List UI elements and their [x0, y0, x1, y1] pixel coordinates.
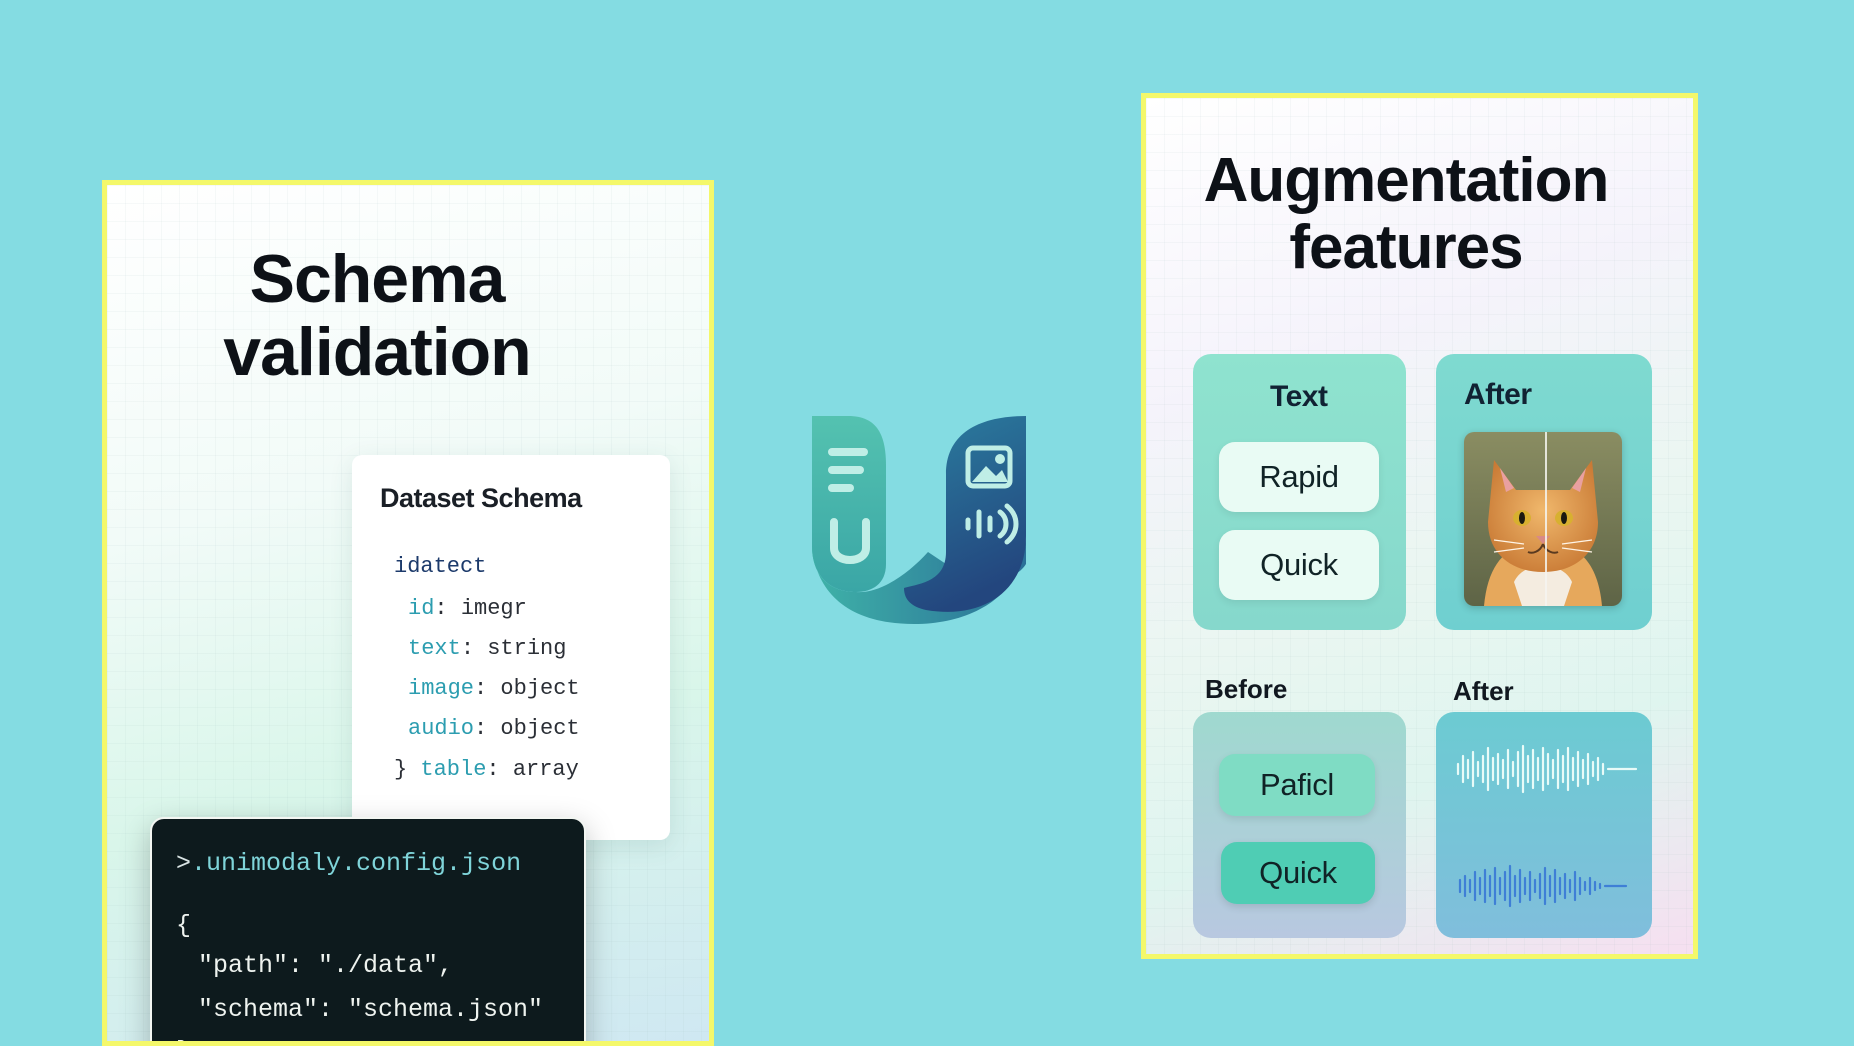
- after-label: After: [1453, 676, 1514, 706]
- image-augmentation-card: After: [1436, 354, 1652, 630]
- quick-option[interactable]: Quick: [1219, 530, 1379, 600]
- schema-field-text: text: string: [408, 636, 567, 661]
- audio-augmentation-card: [1436, 712, 1652, 938]
- before-label: Before: [1205, 674, 1288, 704]
- paficl-option[interactable]: Paficl: [1219, 754, 1375, 816]
- image-icon: [965, 445, 1013, 489]
- terminal-schema-line: "schema": "schema.json": [198, 995, 544, 1024]
- title-line-1: Schema: [249, 241, 506, 317]
- text-card-label: Text: [1270, 380, 1328, 413]
- schema-field-audio: audio: object: [408, 716, 580, 741]
- before-augmentation-card: Paficl Quick: [1193, 712, 1406, 938]
- schema-field-image: image: object: [408, 676, 580, 701]
- schema-field-table: } table: array: [394, 757, 579, 782]
- audio-wave-icon: [965, 503, 1019, 545]
- title-line-1: Augmentation: [1203, 146, 1610, 215]
- schema-card-title: Dataset Schema: [380, 483, 582, 513]
- logo-left-arm: [812, 416, 886, 592]
- audio-waveforms: [1456, 744, 1638, 908]
- dataset-schema-card: Dataset Schema idatect id: imegr text: s…: [352, 455, 670, 840]
- config-terminal: >.unimodaly.config.json { "path": "./dat…: [150, 817, 586, 1041]
- panel-title: Augmentation features: [1186, 146, 1626, 282]
- schema-field-id: id: imegr: [408, 596, 527, 621]
- terminal-close-brace: }: [176, 1037, 191, 1041]
- text-augmentation-card: Text Rapid Quick: [1193, 354, 1406, 630]
- unimodal-logo: [812, 416, 1026, 624]
- cat-photo: [1464, 432, 1622, 606]
- title-line-2: features: [1289, 212, 1523, 282]
- augmentation-features-panel: Augmentation features Text Rapid Quick A…: [1141, 93, 1698, 959]
- logo-right-arm: [904, 416, 1026, 612]
- image-card-label: After: [1464, 378, 1532, 411]
- terminal-path-line: "path": "./data",: [198, 951, 454, 980]
- schema-root: idatect: [394, 554, 487, 579]
- rapid-option[interactable]: Rapid: [1219, 442, 1379, 512]
- terminal-open-brace: {: [176, 911, 192, 940]
- waveform-bottom: [1458, 864, 1628, 908]
- logo-letter-u: [830, 518, 870, 564]
- quick-option[interactable]: Quick: [1221, 842, 1375, 904]
- waveform-top: [1456, 744, 1638, 794]
- schema-validation-panel: Schema validation Dataset Schema idatect…: [102, 180, 714, 1046]
- text-lines-icon: [828, 448, 868, 492]
- title-line-2: validation: [223, 314, 531, 391]
- terminal-command-line: >.unimodaly.config.json: [176, 849, 522, 878]
- panel-title: Schema validation: [167, 241, 587, 391]
